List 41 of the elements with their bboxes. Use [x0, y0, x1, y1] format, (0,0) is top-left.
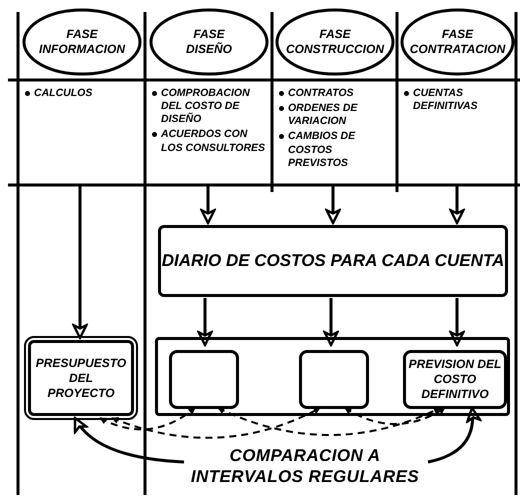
- task-text: ORDENES DE VARIACION: [288, 102, 358, 128]
- block-arrow: [325, 184, 341, 224]
- process-box: [158, 225, 508, 297]
- curved-arrow: [74, 416, 184, 464]
- phase-label: FASE: [66, 27, 98, 42]
- task-text: CONTRATOS: [288, 87, 354, 100]
- phase-label: FASE: [319, 27, 351, 42]
- task-text: COMPROBACION DEL COSTO DE DISEÑO: [161, 87, 251, 126]
- dashed-arrow: [217, 407, 441, 436]
- phase-label: INFORMACION: [39, 42, 125, 57]
- phase-ellipse: [149, 8, 269, 76]
- phase-ellipse: [22, 8, 142, 76]
- block-arrow: [72, 184, 88, 340]
- block-arrow: [449, 184, 465, 224]
- block-arrow: [323, 298, 339, 346]
- dashed-arrow: [99, 407, 196, 430]
- phase-label: CONTRATACION: [410, 42, 506, 57]
- phase-label: CONSTRUCCION: [286, 42, 384, 57]
- task-text: CALCULOS: [34, 87, 92, 100]
- box-label: PRESUPUESTO DEL PROYECTO: [35, 356, 127, 400]
- dashed-arrow: [111, 407, 321, 439]
- block-arrow: [197, 298, 213, 346]
- report-box: [299, 350, 369, 409]
- block-arrow: [449, 298, 465, 346]
- dashed-arrow: [344, 407, 446, 425]
- box-label: COMPARACION A INTERVALOS REGULARES: [190, 444, 420, 488]
- box-label: PREVISION DEL COSTO DEFINITIVO: [408, 357, 502, 402]
- phase-label: FASE: [442, 27, 474, 42]
- report-box: [169, 350, 239, 409]
- phase-label: DISEÑO: [186, 42, 232, 57]
- task-text: CAMBIOS DE COSTOS PREVISTOS: [288, 130, 356, 170]
- task-text: ACUERDOS CON LOS CONSULTORES: [161, 128, 266, 155]
- report-band: [155, 337, 510, 416]
- box-label: DIARIO DE COSTOS PARA CADA CUENTA: [162, 250, 504, 272]
- phase-label: FASE: [193, 27, 225, 42]
- phase-ellipse: [275, 8, 395, 76]
- task-text: CUENTAS DEFINITIVAS: [413, 87, 479, 114]
- phase-ellipse: [400, 8, 515, 76]
- curved-arrow: [428, 406, 481, 464]
- report-box: [403, 350, 507, 409]
- block-arrow: [200, 184, 216, 224]
